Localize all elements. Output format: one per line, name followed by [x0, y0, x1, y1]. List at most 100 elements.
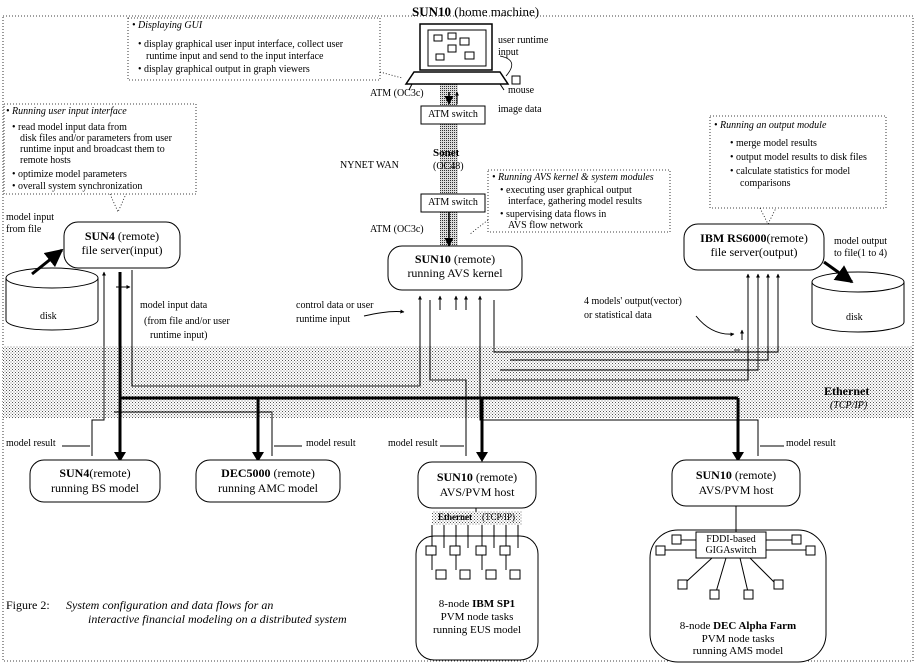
- sonet-label: Sonet: [433, 147, 460, 159]
- model-input-data-label: (from file and/or user: [144, 316, 230, 327]
- avs-note-line: AVS flow network: [508, 220, 583, 231]
- bs-model-subtitle: running BS model: [50, 481, 139, 495]
- models-output-label: 4 models' output(vector): [584, 296, 682, 307]
- avs-pvm-host-1-box: [417, 461, 537, 509]
- ethernet-label: Ethernet: [824, 384, 870, 398]
- nynet-wan-label: NYNET WAN: [340, 160, 399, 171]
- control-data-label: control data or user: [296, 300, 374, 311]
- sp1-line: running EUS model: [433, 624, 521, 636]
- model-result-label: model result: [6, 438, 56, 449]
- ibm-fileserver-title: IBM RS6000(remote): [700, 231, 808, 245]
- input-note-line: remote hosts: [20, 155, 71, 166]
- model-input-data-label: runtime input): [150, 330, 208, 341]
- amc-model-box: [195, 459, 341, 503]
- ibm-fileserver-box: [683, 223, 825, 271]
- gui-note-line: display graphical user input interface, …: [138, 39, 343, 50]
- ibm-fileserver-subtitle: file server(output): [710, 245, 798, 259]
- input-note-heading: Running user input interface: [6, 106, 127, 117]
- sonet-rate: (OC48): [433, 161, 464, 172]
- sun4-fileserver-box: [63, 221, 181, 269]
- figure-caption-line: interactive financial modeling on a dist…: [88, 612, 347, 626]
- gui-note-heading: Displaying GUI: [132, 20, 202, 31]
- atm-top-label: ATM (OC3c): [370, 88, 424, 99]
- control-data-label: runtime input: [296, 314, 351, 325]
- alpha-farm-title: 8-node DEC Alpha Farm: [679, 620, 797, 632]
- sp1-cluster-box: [415, 535, 539, 661]
- gui-note-line: display graphical output in graph viewer…: [138, 64, 310, 75]
- model-input-from-file: from file: [6, 224, 42, 235]
- sun4-fileserver-title: SUN4 (remote): [84, 229, 160, 243]
- model-input-data-label: model input data: [140, 300, 208, 311]
- model-result-label: model result: [786, 438, 836, 449]
- model-input-from-file: model input: [6, 212, 55, 223]
- sp1-line: PVM node tasks: [440, 611, 514, 623]
- amc-model-subtitle: running AMC model: [217, 481, 318, 495]
- avs-note-box: [487, 169, 671, 233]
- sp1-nodes: [425, 525, 521, 580]
- sp1-ethernet-label: Ethernet: [438, 512, 472, 522]
- outer-frame: [2, 15, 914, 662]
- avs-note-line: supervising data flows in: [500, 209, 606, 220]
- model-output-to-file: model output: [834, 236, 888, 247]
- gui-note-line: runtime input and send to the input inte…: [146, 51, 324, 62]
- sp1-tcp-label: (TCP/IP): [482, 512, 516, 522]
- disk-right-label: disk: [846, 312, 863, 323]
- alpha-farm-line: running AMS model: [692, 645, 784, 657]
- disk-left-label: disk: [40, 311, 57, 322]
- disk-right: [811, 271, 905, 333]
- figure-caption-line: System configuration and data flows for …: [66, 598, 274, 612]
- output-note-line: comparisons: [740, 178, 791, 189]
- avs-note-line: executing user graphical output: [500, 185, 632, 196]
- sun4-fileserver-subtitle: file server(input): [81, 243, 163, 257]
- sonet-band: [440, 80, 458, 260]
- home-machine-title: SUN10 (home machine): [412, 4, 540, 19]
- atm-bottom-label: ATM (OC3c): [370, 224, 424, 235]
- input-note-line: runtime input and broadcast them to: [20, 144, 165, 155]
- models-output-label: or statistical data: [584, 310, 652, 321]
- gigaswitch-label: FDDI-based: [706, 534, 756, 545]
- sun10-avs-subtitle: running AVS kernel: [407, 266, 503, 280]
- atm-switch-top: [420, 105, 486, 125]
- model-result-label: model result: [306, 438, 356, 449]
- avs-note-line: interface, gathering model results: [508, 196, 642, 207]
- disk-left: [5, 267, 99, 331]
- atm-switch-bottom-label: ATM switch: [428, 197, 478, 208]
- avs-pvm-host-2-subtitle: AVS/PVM host: [698, 483, 774, 497]
- sun10-avs-box: [387, 245, 523, 291]
- ethernet-proto: (TCP/IP): [830, 400, 868, 411]
- user-runtime-input-label: input: [498, 47, 519, 58]
- input-note-line: read model input data from: [12, 122, 127, 133]
- output-note-box: [709, 115, 887, 209]
- avs-pvm-host-1-subtitle: AVS/PVM host: [439, 485, 515, 499]
- atm-switch-bottom: [420, 193, 486, 213]
- figure-caption-label: Figure 2:: [6, 598, 50, 612]
- mouse-label: mouse: [508, 85, 535, 96]
- output-note-line: calculate statistics for model: [730, 166, 850, 177]
- avs-note-heading: Running AVS kernel & system modules: [492, 172, 654, 183]
- model-result-label: model result: [388, 438, 438, 449]
- user-runtime-input-label: user runtime: [498, 35, 549, 46]
- sp1-ethernet-band: [432, 511, 522, 525]
- output-note-heading: Running an output module: [714, 120, 826, 131]
- atm-switch-top-label: ATM switch: [428, 109, 478, 120]
- ethernet-band: [3, 346, 913, 418]
- gigaswitch-box: [695, 531, 767, 559]
- input-note-line: disk files and/or parameters from user: [20, 133, 172, 144]
- output-note-line: merge model results: [730, 138, 817, 149]
- avs-pvm-host-2-title: SUN10 (remote): [695, 468, 777, 482]
- input-note-line: optimize model parameters: [12, 169, 127, 180]
- avs-pvm-host-1-title: SUN10 (remote): [436, 470, 518, 484]
- home-workstation: [404, 23, 521, 91]
- amc-model-title: DEC5000 (remote): [221, 466, 315, 480]
- input-note-box: [3, 103, 197, 195]
- output-note-line: output model results to disk files: [730, 152, 867, 163]
- gui-note-box: [127, 17, 381, 81]
- sun10-avs-title: SUN10 (remote): [414, 252, 496, 266]
- bs-model-title: SUN4(remote): [59, 466, 131, 480]
- image-data-label: image data: [498, 104, 542, 115]
- alpha-farm-box: [649, 529, 827, 663]
- input-note-line: overall system synchronization: [12, 181, 142, 192]
- alpha-farm-line: PVM node tasks: [701, 633, 775, 645]
- alpha-nodes: [655, 534, 816, 600]
